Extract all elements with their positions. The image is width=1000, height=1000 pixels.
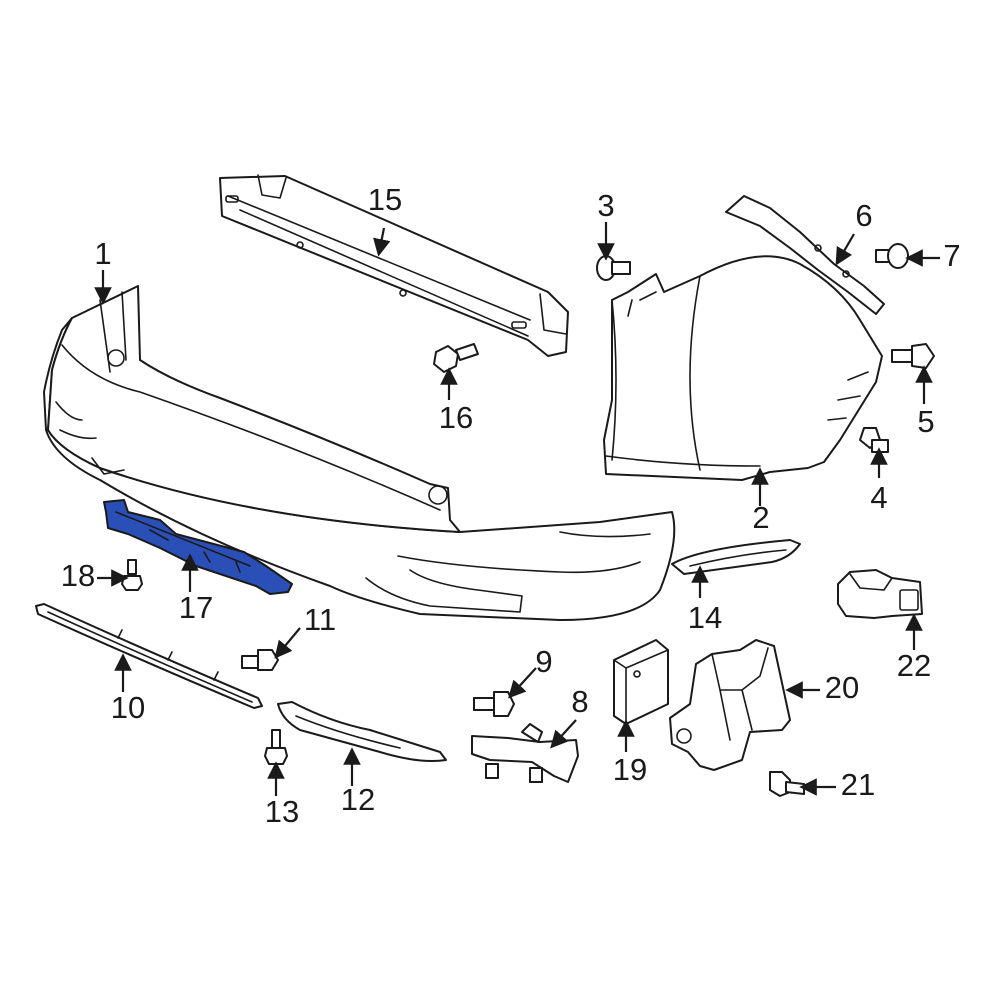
callout-9[interactable]: 9 [535,644,552,679]
callout-1[interactable]: 1 [94,236,111,271]
lower-bracket-highlighted-part[interactable] [103,499,293,595]
reinforcement-beam-part[interactable] [219,174,569,357]
callout-21[interactable]: 21 [841,767,875,802]
screw-7-part[interactable] [875,243,909,269]
control-module-19-part[interactable] [613,639,669,725]
parking-sensor-part[interactable] [837,569,923,619]
sensor-bracket-20-part[interactable] [669,639,791,771]
leader-9 [508,667,537,699]
callout-3[interactable]: 3 [597,188,614,223]
bumper-cover-part[interactable] [43,285,676,621]
callout-4[interactable]: 4 [870,480,887,515]
reflector-bracket-8-part[interactable] [471,723,579,783]
callout-6[interactable]: 6 [855,198,872,233]
leader-lines [94,222,940,796]
corner-panel-part[interactable] [603,255,883,481]
bolt-9-part[interactable] [473,691,515,717]
bolt-13-part[interactable] [264,729,288,765]
callout-labels: 1 2 3 4 5 6 7 8 9 10 11 12 13 14 15 16 1… [61,182,961,829]
bolt-21-part[interactable] [769,771,805,797]
callout-19[interactable]: 19 [613,752,647,787]
callout-5[interactable]: 5 [917,404,934,439]
upper-trim-strip-part[interactable] [725,195,885,315]
callout-8[interactable]: 8 [571,684,588,719]
bolt-4-part[interactable] [859,427,889,453]
callout-22[interactable]: 22 [897,648,931,683]
leader-15 [373,227,391,257]
callout-15[interactable]: 15 [368,182,402,217]
callout-17[interactable]: 17 [179,590,213,625]
bolt-11-part[interactable] [241,649,279,671]
leader-8 [550,719,577,749]
reflector-14-part[interactable] [671,539,801,575]
leader-6 [835,233,855,266]
bolt-18-part[interactable] [121,559,143,591]
callout-16[interactable]: 16 [439,400,473,435]
leader-11 [274,627,301,659]
lower-molding-strip-part[interactable] [35,603,263,709]
callout-20[interactable]: 20 [825,670,859,705]
callout-18[interactable]: 18 [61,558,95,593]
callout-13[interactable]: 13 [265,794,299,829]
callout-7[interactable]: 7 [943,238,960,273]
callout-12[interactable]: 12 [341,782,375,817]
bolt-5-part[interactable] [891,343,935,369]
lower-side-trim-part[interactable] [277,701,447,762]
bolt-16-part[interactable] [433,343,479,373]
callout-11[interactable]: 11 [304,602,336,637]
callout-2[interactable]: 2 [752,500,769,535]
callout-10[interactable]: 10 [111,690,145,725]
callout-14[interactable]: 14 [688,600,722,635]
screw-3-part[interactable] [596,255,631,281]
